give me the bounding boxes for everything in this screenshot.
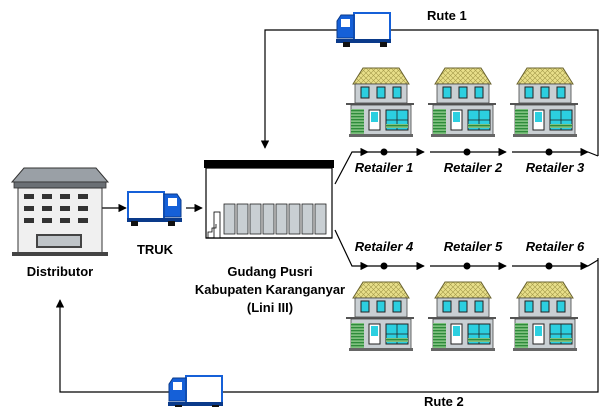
office-building-icon xyxy=(10,167,110,256)
retailer-1-label: Retailer 1 xyxy=(355,160,414,175)
node-retailer-2 xyxy=(463,148,471,156)
retailer-5-label: Retailer 5 xyxy=(444,239,503,254)
node-retailer-1 xyxy=(380,148,388,156)
node-retailer-6 xyxy=(545,262,553,270)
rute2-label: Rute 2 xyxy=(424,394,464,407)
house-icon xyxy=(345,67,415,138)
house-icon xyxy=(427,67,497,138)
branch-bottom xyxy=(334,229,369,271)
truk-label: TRUK xyxy=(137,242,174,257)
node-retailer-4 xyxy=(380,262,388,270)
retailer-3-label: Retailer 3 xyxy=(526,160,585,175)
house-icon xyxy=(509,281,579,352)
house-icon xyxy=(345,281,415,352)
gudang-subtitle: Kabupaten Karanganyar xyxy=(195,282,345,297)
rute2-line xyxy=(55,258,599,393)
retailer-6-label: Retailer 6 xyxy=(526,239,585,254)
gudang-lini: (Lini III) xyxy=(247,300,293,315)
retailer-2-label: Retailer 2 xyxy=(444,160,503,175)
house-icon xyxy=(427,281,497,352)
distributor-label: Distributor xyxy=(27,264,93,279)
retailer-4-label: Retailer 4 xyxy=(355,239,414,254)
retailer-nodes xyxy=(380,148,553,270)
gudang-title: Gudang Pusri xyxy=(227,264,312,279)
truck-icon xyxy=(167,375,224,407)
house-icon xyxy=(509,67,579,138)
truck-icon xyxy=(335,12,392,48)
rute1-line xyxy=(260,29,599,156)
truck-icon xyxy=(126,191,183,227)
node-retailer-5 xyxy=(463,262,471,270)
node-retailer-3 xyxy=(545,148,553,156)
rute1-label: Rute 1 xyxy=(427,8,467,23)
branch-top xyxy=(334,147,369,185)
warehouse-icon xyxy=(204,160,334,239)
